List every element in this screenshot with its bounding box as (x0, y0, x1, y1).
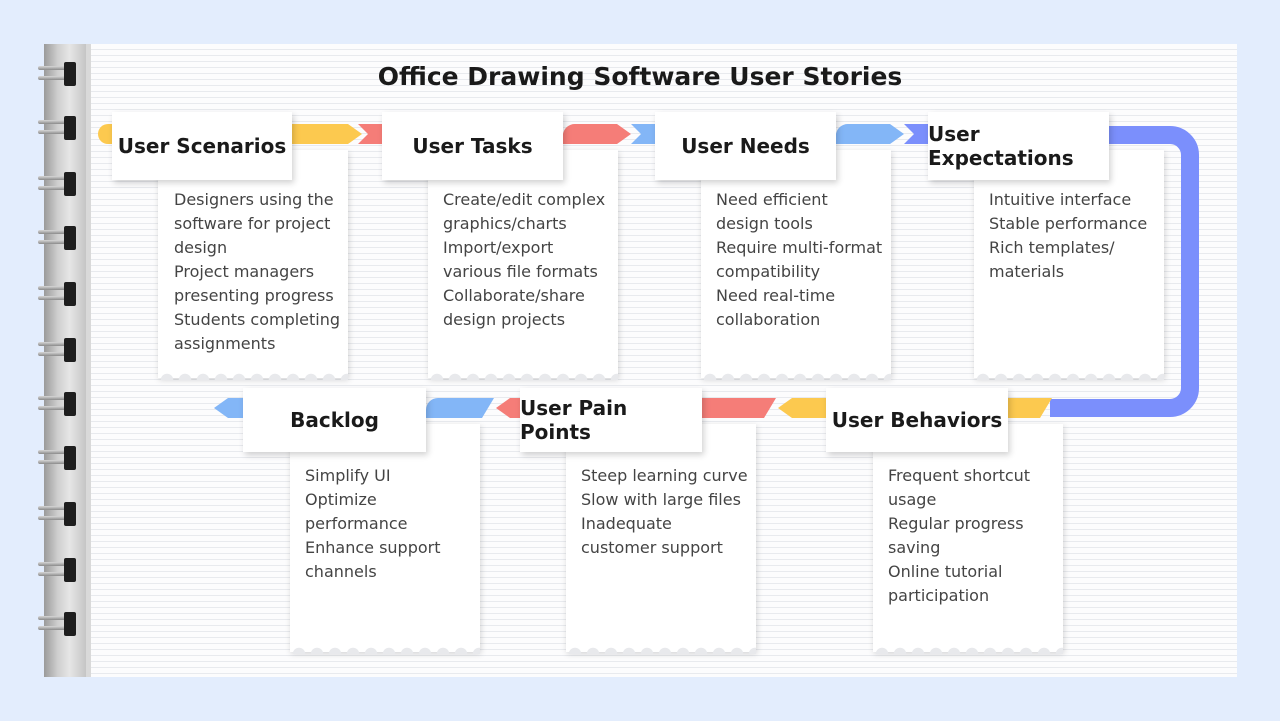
connector-3-blue (836, 123, 904, 144)
stage-item: Intuitive interface (989, 190, 1132, 209)
stage-item: Optimize performance (305, 490, 408, 533)
binder-ring (38, 114, 80, 142)
connector-7-blue-end (214, 398, 243, 418)
connector-start-yellow (98, 124, 112, 144)
binder-ring (38, 170, 80, 198)
connector-2-red (563, 123, 631, 144)
stage-item: Simplify UI (305, 466, 391, 485)
stage-title-7: Backlog (243, 388, 426, 452)
stage-item: Create/edit complex graphics/charts (443, 190, 606, 233)
binder-ring (38, 444, 80, 472)
connector-2-red-start (358, 124, 382, 144)
scalloped-edge (290, 646, 480, 654)
stage-title-3: User Needs (655, 112, 836, 180)
stage-item: Import/export various file formats (443, 238, 598, 281)
stage-item: Enhance support channels (305, 538, 441, 581)
stage-item: Frequent shortcut usage (888, 466, 1031, 509)
scalloped-edge (158, 372, 348, 380)
stage-item: Stable performance (989, 214, 1148, 233)
stage-item: Inadequate customer support (581, 514, 723, 557)
binder-ring (38, 390, 80, 418)
binder-ring (38, 556, 80, 584)
stage-card-1: Designers using the software for project… (158, 150, 348, 380)
stage-item: Slow with large files (581, 490, 741, 509)
stage-item: Steep learning curve (581, 466, 748, 485)
scalloped-edge (428, 372, 618, 380)
scalloped-edge (566, 646, 756, 654)
stage-item: Regular progress saving (888, 514, 1024, 557)
stage-item: Rich templates/ materials (989, 238, 1115, 281)
connector-5-yellow (1008, 398, 1052, 418)
stage-title-1: User Scenarios (112, 112, 292, 180)
stage-item: Collaborate/share design projects (443, 286, 585, 329)
stage-item: Need efficient design tools (716, 190, 828, 233)
scalloped-edge (873, 646, 1063, 654)
stage-item: Students completing assignments (174, 310, 341, 353)
stage-item: Online tutorial participation (888, 562, 1003, 605)
binder-ring (38, 336, 80, 364)
binder-ring (38, 500, 80, 528)
stage-item: Require multi-format compatibility (716, 238, 883, 281)
binder-ring (38, 280, 80, 308)
stage-title-5: User Behaviors (826, 388, 1008, 452)
binder-ring (38, 224, 80, 252)
stage-item: Designers using the software for project… (174, 190, 334, 257)
connector-7-blue (426, 398, 494, 418)
stage-title-2: User Tasks (382, 112, 563, 180)
binder-ring (38, 60, 80, 88)
scalloped-edge (974, 372, 1164, 380)
connector-4-indigo-start (904, 124, 928, 144)
connector-5-yellow-end (778, 398, 826, 418)
scalloped-edge (701, 372, 891, 380)
page-title: Office Drawing Software User Stories (377, 62, 903, 91)
stage-item-list: Designers using the software for project… (174, 188, 342, 356)
stage-title-4: User Expectations (928, 112, 1109, 180)
connector-6-red (702, 398, 776, 418)
connector-3-blue-start (631, 124, 655, 144)
stage-item: Need real-time collaboration (716, 286, 836, 329)
binder-ring (38, 610, 80, 638)
connector-4-indigo-curve (1050, 126, 1199, 417)
connector-6-red-end (496, 398, 520, 418)
connector-1-yellow (292, 124, 362, 144)
stage-title-6: User Pain Points (520, 388, 702, 452)
notebook-spine-edge (86, 44, 91, 677)
stage-item: Project managers presenting progress (174, 262, 334, 305)
